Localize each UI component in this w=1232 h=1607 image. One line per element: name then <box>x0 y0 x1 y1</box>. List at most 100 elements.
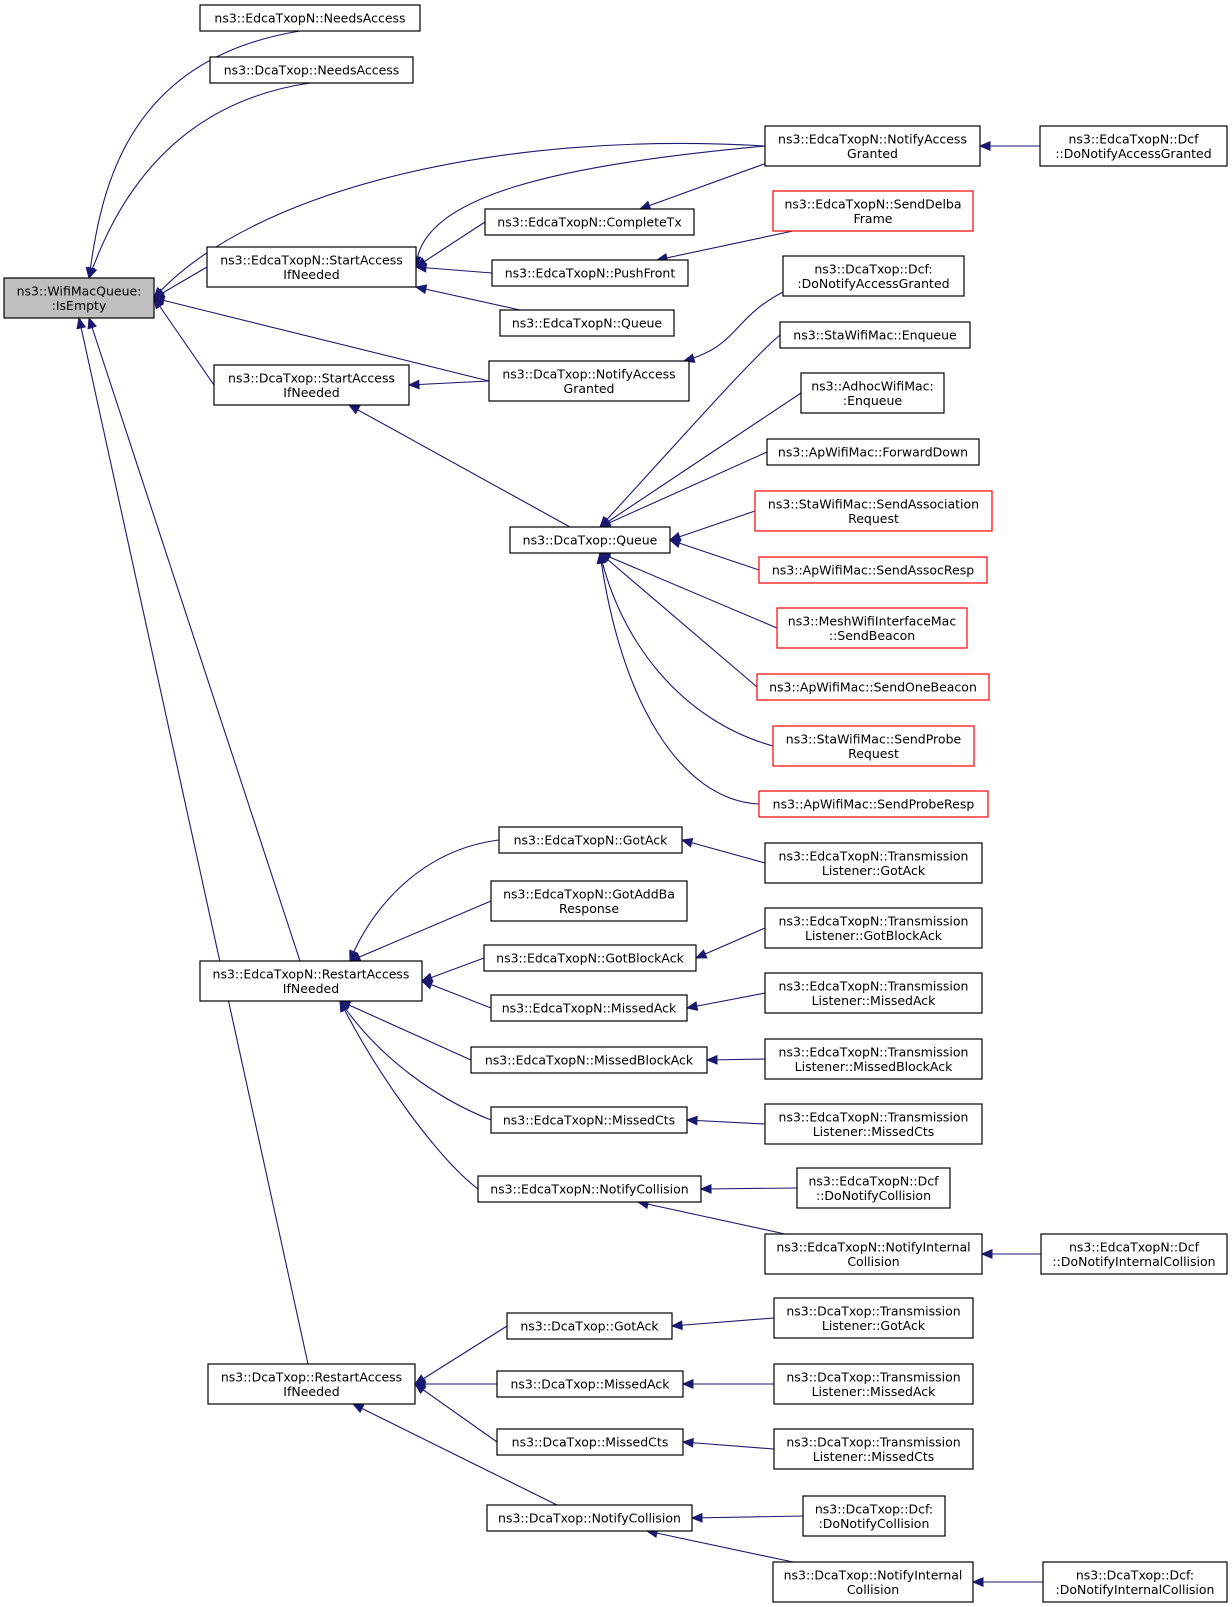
node-box <box>209 56 414 84</box>
call-edge <box>686 992 766 1009</box>
graph-node-d-queue[interactable]: ns3::DcaTxop::Queue <box>509 526 671 554</box>
node-box <box>802 1495 946 1537</box>
node-box <box>758 790 989 818</box>
arrowhead <box>685 1115 698 1126</box>
graph-node-d-missedack[interactable]: ns3::DcaTxop::MissedAck <box>496 1370 684 1398</box>
graph-node-d-tl-missedack[interactable]: ns3::DcaTxop::TransmissionListener::Miss… <box>773 1363 974 1405</box>
node-box <box>490 1106 688 1134</box>
call-edge <box>691 1515 804 1519</box>
graph-node-e-notifyinternal[interactable]: ns3::EdcaTxopN::NotifyInternalCollision <box>764 1233 983 1275</box>
graph-node-sta-enqueue[interactable]: ns3::StaWifiMac::Enqueue <box>779 321 971 349</box>
graph-node-d-needsaccess[interactable]: ns3::DcaTxop::NeedsAccess <box>209 56 414 84</box>
node-box <box>766 438 980 466</box>
node-label: ns3::EdcaTxopN::Dcf <box>1069 1239 1200 1254</box>
graph-node-e-queue[interactable]: ns3::EdcaTxopN::Queue <box>499 309 675 337</box>
graph-node-e-tl-missedcts[interactable]: ns3::EdcaTxopN::TransmissionListener::Mi… <box>764 1103 983 1145</box>
node-label: ns3::MeshWifiInterfaceMac <box>788 613 957 628</box>
graph-node-d-notifyinternal[interactable]: ns3::DcaTxop::NotifyInternalCollision <box>772 1561 974 1603</box>
arrowhead <box>670 1320 683 1331</box>
call-edge <box>414 1325 508 1385</box>
node-box <box>773 1297 974 1339</box>
node-box <box>477 1175 702 1203</box>
node-label: IfNeeded <box>283 385 339 400</box>
graph-node-d-tl-missedcts[interactable]: ns3::DcaTxop::TransmissionListener::Miss… <box>773 1428 974 1470</box>
graph-node-e-missedblockack[interactable]: ns3::EdcaTxopN::MissedBlockAck <box>470 1046 708 1074</box>
call-edge <box>637 1201 786 1235</box>
graph-node-ap-sendonebeacon[interactable]: ns3::ApWifiMac::SendOneBeacon <box>756 673 990 701</box>
graph-node-e-notifycollision[interactable]: ns3::EdcaTxopN::NotifyCollision <box>477 1175 702 1203</box>
node-label: Listener::MissedBlockAck <box>795 1059 953 1074</box>
node-label: ns3::EdcaTxopN::Transmission <box>779 1044 969 1059</box>
graph-node-mesh-sendbeacon[interactable]: ns3::MeshWifiInterfaceMac::SendBeacon <box>776 607 968 649</box>
graph-node-ap-forwarddown[interactable]: ns3::ApWifiMac::ForwardDown <box>766 438 980 466</box>
call-edge <box>415 221 486 268</box>
graph-node-d-gotack[interactable]: ns3::DcaTxop::GotAck <box>506 1312 673 1340</box>
graph-node-d-tl-gotack[interactable]: ns3::DcaTxop::TransmissionListener::GotA… <box>773 1297 974 1339</box>
arrowhead <box>980 1249 993 1259</box>
node-label: :DoNotifyAccessGranted <box>797 276 949 291</box>
arrowhead <box>76 316 87 330</box>
graph-node-e-needsaccess[interactable]: ns3::EdcaTxopN::NeedsAccess <box>199 4 421 32</box>
graph-node-ap-sendproberesp[interactable]: ns3::ApWifiMac::SendProbeResp <box>758 790 989 818</box>
graph-node-e-completetx[interactable]: ns3::EdcaTxopN::CompleteTx <box>484 208 695 236</box>
node-box <box>509 526 671 554</box>
call-edge <box>153 297 490 382</box>
graph-node-e-gotack[interactable]: ns3::EdcaTxopN::GotAck <box>498 826 683 854</box>
node-label: ns3::EdcaTxopN::StartAccess <box>220 252 403 267</box>
graph-node-adhoc-enqueue[interactable]: ns3::AdhocWifiMac::Enqueue <box>800 372 945 414</box>
arrowhead <box>351 1403 365 1414</box>
graph-node-e-pushfront[interactable]: ns3::EdcaTxopN::PushFront <box>491 259 689 287</box>
node-label: ns3::EdcaTxopN::MissedBlockAck <box>485 1053 694 1068</box>
graph-node-e-tl-gotack[interactable]: ns3::EdcaTxopN::TransmissionListener::Go… <box>764 842 983 884</box>
node-label: ns3::EdcaTxopN::CompleteTx <box>497 215 681 230</box>
node-label: ns3::EdcaTxopN::Dcf <box>1068 131 1199 146</box>
graph-node-e-missedack[interactable]: ns3::EdcaTxopN::MissedAck <box>490 994 688 1022</box>
graph-node-e-dcf-notifycollision[interactable]: ns3::EdcaTxopN::Dcf::DoNotifyCollision <box>796 1167 951 1209</box>
node-label: ::DoNotifyInternalCollision <box>1052 1254 1215 1269</box>
graph-node-e-tl-missedblockack[interactable]: ns3::EdcaTxopN::TransmissionListener::Mi… <box>764 1038 983 1080</box>
graph-node-e-dcf-notifyaccess[interactable]: ns3::EdcaTxopN::Dcf::DoNotifyAccessGrant… <box>1039 125 1228 167</box>
graph-node-ap-sendassocresp[interactable]: ns3::ApWifiMac::SendAssocResp <box>758 556 988 584</box>
node-box <box>764 907 983 949</box>
graph-node-e-tl-missedack[interactable]: ns3::EdcaTxopN::TransmissionListener::Mi… <box>764 972 983 1014</box>
graph-node-d-dcf-notifyinternal[interactable]: ns3::DcaTxop::Dcf::DoNotifyInternalColli… <box>1042 1561 1228 1603</box>
graph-node-d-missedcts[interactable]: ns3::DcaTxop::MissedCts <box>496 1428 684 1456</box>
node-label: Collision <box>847 1254 899 1269</box>
node-label: ns3::EdcaTxopN::Transmission <box>779 913 969 928</box>
node-box <box>1039 125 1228 167</box>
graph-node-d-dcf-notifycollision[interactable]: ns3::DcaTxop::Dcf::DoNotifyCollision <box>802 1495 946 1537</box>
call-edge <box>656 230 794 261</box>
arrowhead <box>87 316 97 330</box>
node-label: ns3::DcaTxop::NeedsAccess <box>224 63 400 78</box>
arrowhead <box>668 538 682 549</box>
node-label: ns3::EdcaTxopN::Queue <box>512 316 663 331</box>
node-box <box>496 1370 684 1398</box>
graph-node-e-gotblockack[interactable]: ns3::EdcaTxopN::GotBlockAck <box>483 944 697 972</box>
arrowhead <box>347 404 361 415</box>
graph-node-e-tl-gotblockack[interactable]: ns3::EdcaTxopN::TransmissionListener::Go… <box>764 907 983 949</box>
node-label: ns3::EdcaTxopN::Transmission <box>779 848 969 863</box>
call-edge <box>686 1119 766 1125</box>
graph-node-e-dcf-notifyinternal[interactable]: ns3::EdcaTxopN::Dcf::DoNotifyInternalCol… <box>1040 1233 1228 1275</box>
graph-node-d-notifycollision[interactable]: ns3::DcaTxop::NotifyCollision <box>486 1504 693 1532</box>
arrowhead <box>87 266 98 280</box>
call-edge <box>599 552 758 688</box>
call-edge <box>700 1187 798 1190</box>
node-box <box>506 1312 673 1340</box>
graph-node-e-notifyaccess[interactable]: ns3::EdcaTxopN::NotifyAccessGranted <box>764 125 981 167</box>
graph-node-e-missedcts[interactable]: ns3::EdcaTxopN::MissedCts <box>490 1106 688 1134</box>
graph-node-d-notifyaccess[interactable]: ns3::DcaTxop::NotifyAccessGranted <box>488 360 690 402</box>
node-box <box>764 842 983 884</box>
graph-node-root[interactable]: ns3::WifiMacQueue::IsEmpty <box>3 277 155 319</box>
node-label: ns3::StaWifiMac::Enqueue <box>793 328 957 343</box>
graph-node-d-dcf-notifyaccess[interactable]: ns3::DcaTxop::Dcf::DoNotifyAccessGranted <box>782 255 965 297</box>
node-box <box>484 208 695 236</box>
